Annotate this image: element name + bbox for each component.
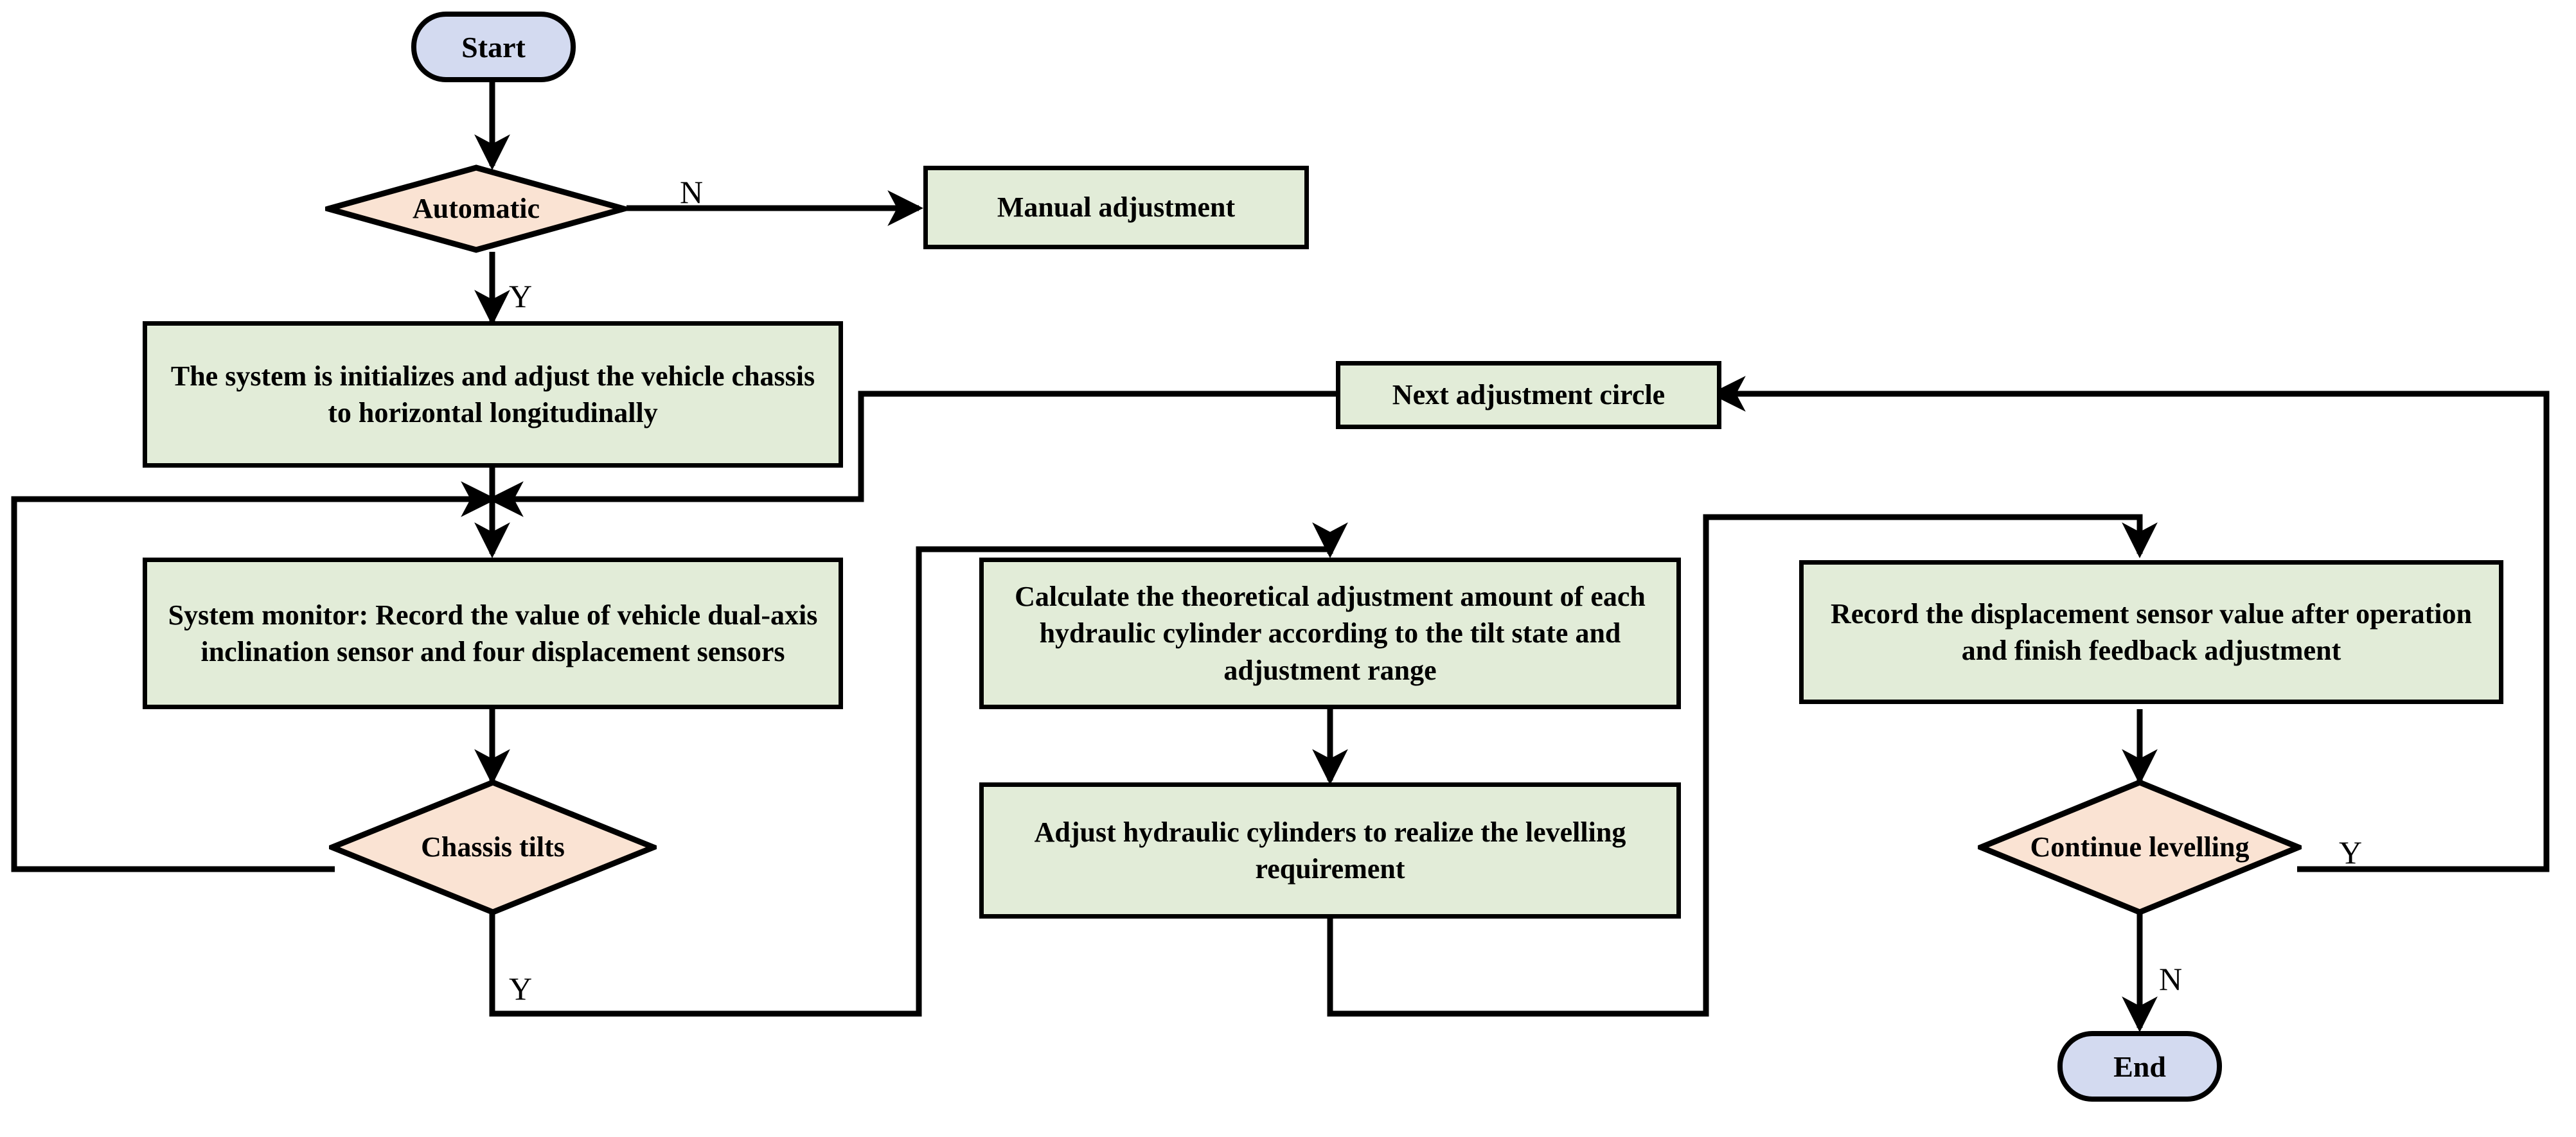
node-continue-levelling[interactable]: Continue levelling [1978,779,2302,915]
edge-label-automatic-yes: Y [509,278,533,314]
node-start[interactable]: Start [411,12,576,82]
node-manual-adjustment[interactable]: Manual adjustment [923,166,1309,249]
node-end[interactable]: End [2057,1031,2222,1102]
node-start-label: Start [461,30,526,64]
node-automatic-label: Automatic [413,193,540,225]
node-init[interactable]: The system is initializes and adjust the… [143,321,843,468]
node-system-monitor-label: System monitor: Record the value of vehi… [168,599,818,667]
node-chassis-tilts[interactable]: Chassis tilts [329,779,657,915]
edge-label-continue-no: N [2159,961,2183,997]
node-adjust-cylinders[interactable]: Adjust hydraulic cylinders to realize th… [979,782,1681,919]
decision-diamond-shape [1978,779,2302,915]
node-next-adjustment-circle-label: Next adjustment circle [1392,379,1666,411]
decision-diamond-shape [325,164,627,253]
node-init-label: The system is initializes and adjust the… [170,360,815,428]
node-chassis-tilts-label: Chassis tilts [421,831,565,863]
decision-diamond-shape [329,779,657,915]
node-next-adjustment-circle[interactable]: Next adjustment circle [1336,361,1721,429]
edge-label-automatic-no: N [680,174,704,210]
node-calculate[interactable]: Calculate the theoretical adjustment amo… [979,558,1681,709]
edge-nextcircle-to-monitor [488,391,1340,517]
node-continue-levelling-label: Continue levelling [2030,831,2250,863]
edge-adjust-to-recordafter [1327,514,2158,1017]
node-calculate-label: Calculate the theoretical adjustment amo… [1015,581,1646,686]
node-manual-adjustment-label: Manual adjustment [997,191,1236,224]
node-adjust-cylinders-label: Adjust hydraulic cylinders to realize th… [1034,816,1626,885]
edge-label-continue-yes: Y [2339,834,2363,870]
edge-tilts-yes-to-calculate [489,522,1348,1017]
node-automatic[interactable]: Automatic [325,164,627,253]
node-end-label: End [2113,1050,2166,1083]
node-system-monitor[interactable]: System monitor: Record the value of vehi… [143,558,843,709]
edge-tilts-loop-back-to-monitor [11,481,497,872]
edge-continue-yes-to-nextcircle [1710,376,2550,872]
node-record-after-operation-label: Record the displacement sensor value aft… [1830,597,2472,666]
node-record-after-operation[interactable]: Record the displacement sensor value aft… [1799,560,2503,704]
edge-label-tilts-yes: Y [509,971,533,1007]
